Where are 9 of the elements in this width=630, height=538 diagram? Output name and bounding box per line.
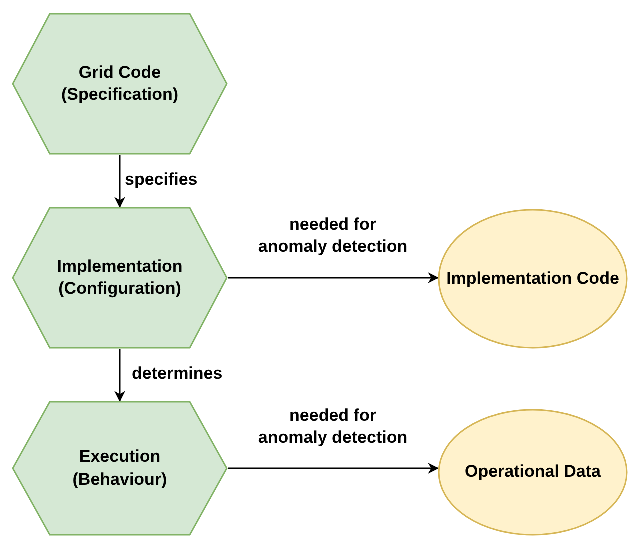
node-label: Implementation Code bbox=[446, 268, 620, 290]
node-label: Operational Data bbox=[464, 461, 602, 484]
node-label: Implementation (Configuration) bbox=[56, 256, 184, 300]
arrow bbox=[228, 463, 440, 474]
arrow bbox=[114, 349, 126, 402]
node-label: Execution (Behaviour) bbox=[72, 446, 168, 490]
node-label: Grid Code (Specification) bbox=[60, 62, 180, 106]
arrow bbox=[228, 272, 440, 284]
arrow bbox=[114, 155, 126, 208]
